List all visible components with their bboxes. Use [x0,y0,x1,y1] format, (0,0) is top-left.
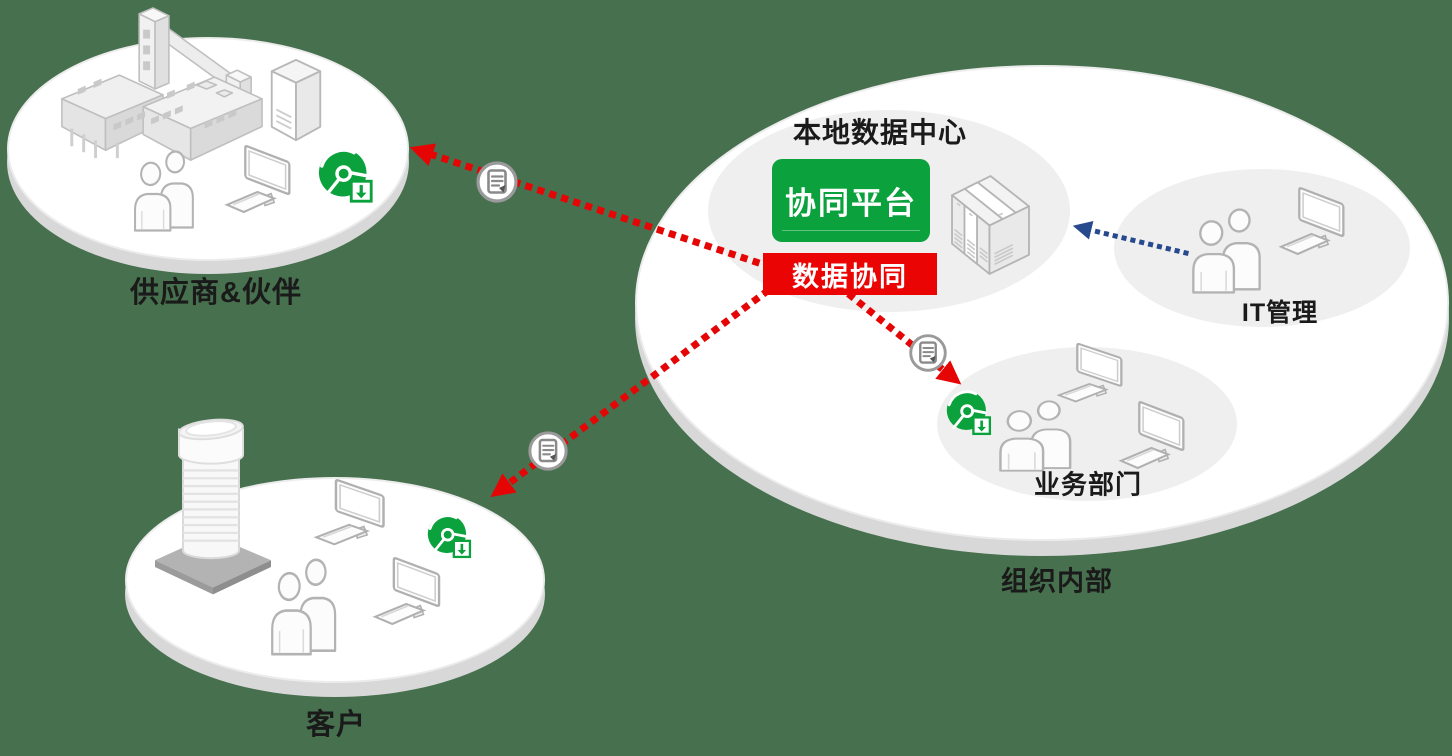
customers-label: 客户 [305,709,367,741]
platform-box: 协同平台 [772,159,930,242]
document-icon [528,431,568,471]
it-label: IT管理 [1241,299,1319,327]
document-icon [476,161,518,203]
datasync-box: 数据协同 [763,253,937,295]
datasync-box-label: 数据协同 [792,261,908,292]
arrow-datasync-to-business [846,291,962,385]
server-tower-icon [270,58,322,142]
suppliers-label: 供应商&伙伴 [130,277,302,309]
arrow-datasync-to-suppliers [409,143,773,271]
business-label: 业务部门 [1033,469,1143,500]
organization-label: 组织内部 [1001,566,1113,597]
platform-box-label: 协同平台 [785,186,917,221]
document-icon [909,334,947,372]
datacenter-title: 本地数据中心 [792,117,968,148]
arrow-it-to-datacenter [1072,220,1190,257]
